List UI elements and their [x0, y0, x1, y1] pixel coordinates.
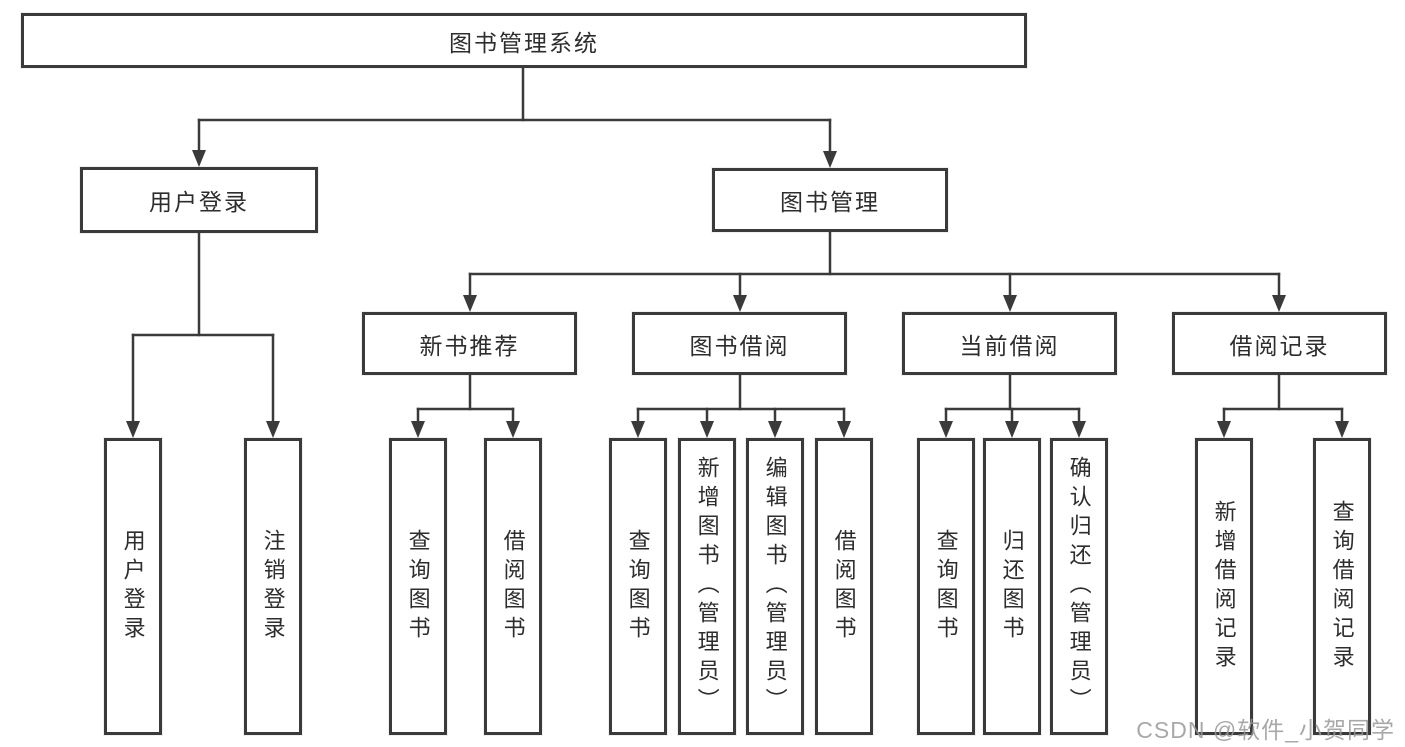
node-bb-borrow: 借阅图书 — [815, 438, 873, 735]
node-label: 新书推荐 — [419, 332, 520, 359]
arrowhead-down-icon — [733, 295, 747, 312]
node-bb-edit: 编辑图书（管理员） — [746, 438, 804, 735]
node-label: 借阅图书 — [831, 528, 857, 645]
node-bh-add: 新增借阅记录 — [1195, 438, 1253, 735]
node-label: 确认归还（管理员） — [1066, 456, 1092, 717]
node-label: 图书管理 — [780, 189, 880, 215]
node-rec-borrow: 借阅图书 — [484, 438, 542, 735]
node-current-borrow: 当前借阅 — [902, 312, 1117, 375]
node-user-login: 用户登录 — [80, 167, 318, 233]
arrowhead-down-icon — [126, 421, 140, 438]
node-login-op: 用户登录 — [104, 438, 162, 735]
arrowhead-down-icon — [266, 421, 280, 438]
arrowhead-down-icon — [192, 150, 206, 167]
node-label: 查询图书 — [933, 528, 959, 645]
arrowhead-down-icon — [631, 421, 645, 438]
arrowhead-down-icon — [1072, 421, 1086, 438]
node-borrow-history: 借阅记录 — [1172, 312, 1387, 375]
node-label: 图书借阅 — [689, 332, 790, 359]
node-bb-query: 查询图书 — [609, 438, 667, 735]
arrowhead-down-icon — [823, 151, 837, 168]
node-label: 借阅图书 — [500, 528, 526, 645]
node-label: 当前借阅 — [959, 332, 1060, 359]
node-label: 查询图书 — [405, 528, 431, 645]
node-cb-query: 查询图书 — [917, 438, 975, 735]
node-book-mgmt: 图书管理 — [712, 168, 948, 232]
node-label: 注销登录 — [260, 528, 286, 645]
arrowhead-down-icon — [837, 421, 851, 438]
watermark: CSDN @软件_小贺同学 — [1136, 717, 1395, 743]
arrowhead-down-icon — [1217, 421, 1231, 438]
arrowhead-down-icon — [411, 421, 425, 438]
arrowhead-down-icon — [1003, 295, 1017, 312]
arrowhead-down-icon — [463, 295, 477, 312]
node-cb-confirm: 确认归还（管理员） — [1050, 438, 1108, 735]
node-label: 用户登录 — [149, 189, 249, 215]
node-label: 借阅记录 — [1229, 332, 1330, 359]
node-bb-add: 新增图书（管理员） — [678, 438, 736, 735]
node-label: 新增借阅记录 — [1211, 499, 1237, 674]
arrowhead-down-icon — [700, 421, 714, 438]
node-label: 用户登录 — [120, 528, 146, 645]
arrowhead-down-icon — [768, 421, 782, 438]
arrowhead-down-icon — [1335, 421, 1349, 438]
node-label: 新增图书（管理员） — [694, 456, 720, 717]
node-label: 图书管理系统 — [449, 29, 599, 56]
node-label: 编辑图书（管理员） — [762, 456, 788, 717]
node-root: 图书管理系统 — [21, 13, 1027, 68]
arrowhead-down-icon — [506, 421, 520, 438]
node-cb-return: 归还图书 — [983, 438, 1041, 735]
arrowhead-down-icon — [939, 421, 953, 438]
node-label: 查询借阅记录 — [1329, 499, 1355, 674]
node-book-borrow: 图书借阅 — [632, 312, 847, 375]
node-new-book-rec: 新书推荐 — [362, 312, 577, 375]
node-label: 查询图书 — [625, 528, 651, 645]
node-logout-op: 注销登录 — [244, 438, 302, 735]
arrowhead-down-icon — [1005, 421, 1019, 438]
arrowhead-down-icon — [1272, 295, 1286, 312]
node-rec-query: 查询图书 — [389, 438, 447, 735]
node-label: 归还图书 — [999, 528, 1025, 645]
node-bh-query: 查询借阅记录 — [1313, 438, 1371, 735]
